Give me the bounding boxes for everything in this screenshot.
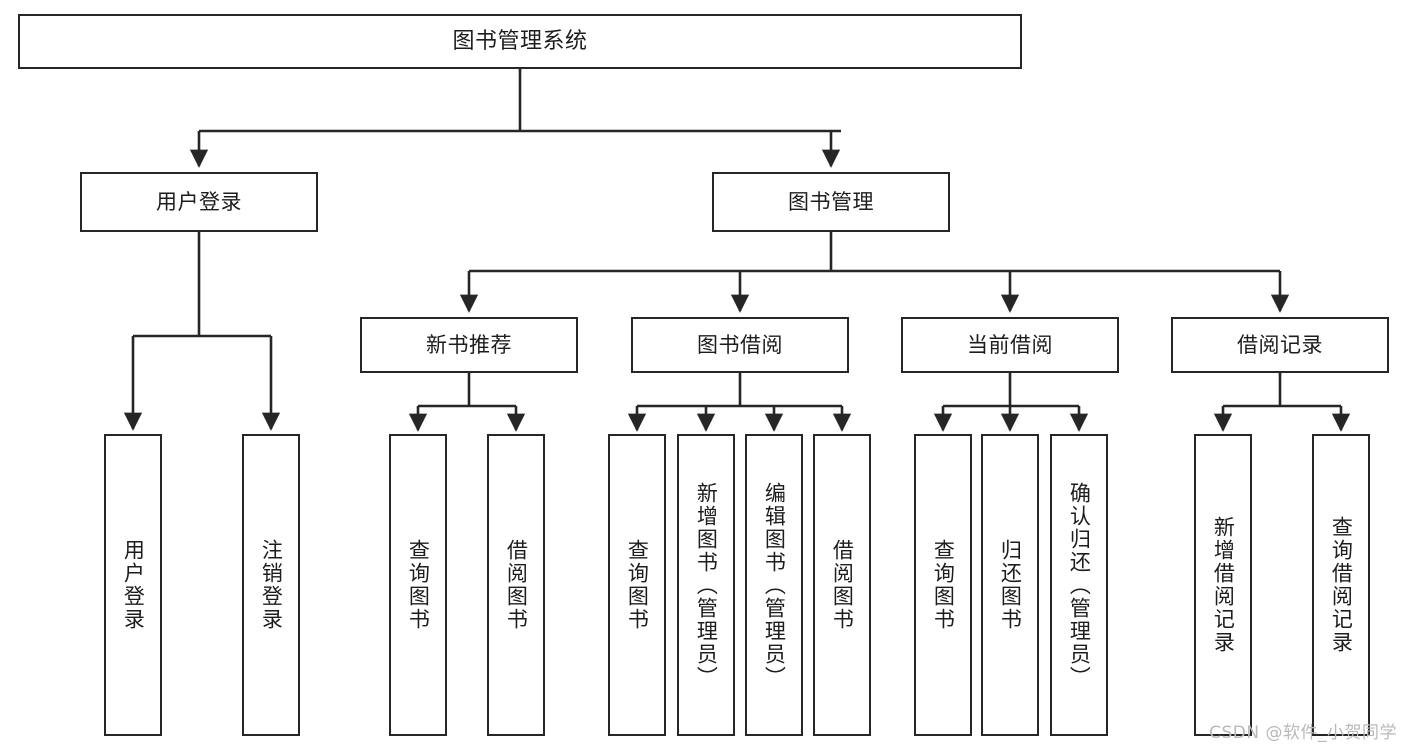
node-root-label: 图书管理系统 [452, 28, 588, 54]
node-leaf-query-record[interactable]: 查询借阅记录 [1312, 434, 1370, 736]
node-leaf-user-logout-label: 注销登录 [259, 539, 284, 631]
node-borrow-record-label: 借阅记录 [1237, 332, 1323, 357]
node-leaf-query-book-3[interactable]: 查询图书 [914, 434, 972, 736]
node-leaf-return-book-label: 归还图书 [998, 539, 1023, 631]
node-leaf-edit-book-label: 编辑图书（管理员） [762, 481, 787, 689]
node-user-login-label: 用户登录 [156, 189, 242, 214]
node-leaf-borrow-book-2[interactable]: 借阅图书 [813, 434, 871, 736]
node-leaf-query-book-1[interactable]: 查询图书 [389, 434, 447, 736]
node-leaf-user-login[interactable]: 用户登录 [104, 434, 162, 736]
node-root[interactable]: 图书管理系统 [18, 14, 1022, 69]
node-book-management-label: 图书管理 [788, 189, 874, 214]
node-current-borrow[interactable]: 当前借阅 [901, 317, 1119, 373]
node-leaf-add-book[interactable]: 新增图书（管理员） [677, 434, 735, 736]
node-leaf-add-record[interactable]: 新增借阅记录 [1194, 434, 1252, 736]
node-leaf-confirm-return[interactable]: 确认归还（管理员） [1050, 434, 1108, 736]
node-leaf-user-logout[interactable]: 注销登录 [242, 434, 300, 736]
csdn-watermark: CSDN @软件_小贺同学 [1209, 723, 1397, 743]
node-book-borrow-label: 图书借阅 [697, 332, 783, 357]
node-leaf-user-login-label: 用户登录 [121, 539, 146, 631]
node-leaf-add-record-label: 新增借阅记录 [1211, 516, 1236, 654]
node-user-login[interactable]: 用户登录 [80, 172, 318, 232]
node-book-management[interactable]: 图书管理 [712, 172, 950, 232]
node-leaf-query-book-1-label: 查询图书 [406, 539, 431, 631]
node-new-book-recommend-label: 新书推荐 [426, 332, 512, 357]
node-new-book-recommend[interactable]: 新书推荐 [360, 317, 578, 373]
node-leaf-confirm-return-label: 确认归还（管理员） [1067, 481, 1092, 689]
node-leaf-query-book-2[interactable]: 查询图书 [608, 434, 666, 736]
node-borrow-record[interactable]: 借阅记录 [1171, 317, 1389, 373]
node-leaf-query-record-label: 查询借阅记录 [1329, 516, 1354, 654]
node-leaf-borrow-book-1[interactable]: 借阅图书 [487, 434, 545, 736]
node-leaf-edit-book[interactable]: 编辑图书（管理员） [745, 434, 803, 736]
node-leaf-add-book-label: 新增图书（管理员） [694, 481, 719, 689]
node-book-borrow[interactable]: 图书借阅 [631, 317, 849, 373]
node-leaf-query-book-3-label: 查询图书 [931, 539, 956, 631]
node-leaf-return-book[interactable]: 归还图书 [981, 434, 1039, 736]
node-current-borrow-label: 当前借阅 [967, 332, 1053, 357]
node-leaf-borrow-book-1-label: 借阅图书 [504, 539, 529, 631]
node-leaf-query-book-2-label: 查询图书 [625, 539, 650, 631]
node-leaf-borrow-book-2-label: 借阅图书 [830, 539, 855, 631]
